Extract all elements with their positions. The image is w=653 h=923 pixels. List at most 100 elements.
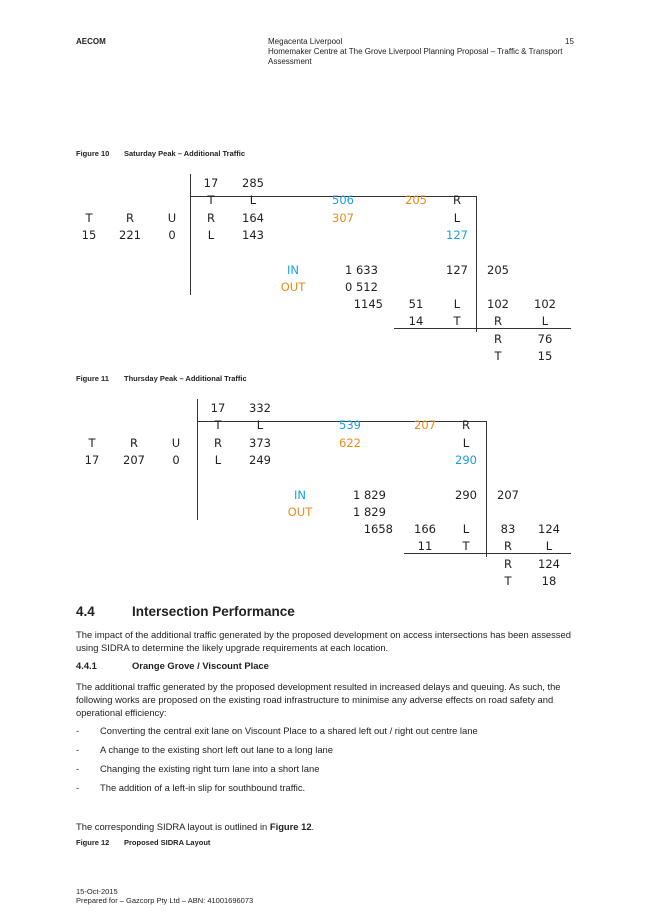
figure11-divider-bottom	[404, 553, 571, 554]
footer-prepared: Prepared for – Gazcorp Pty Ltd – ABN: 41…	[76, 896, 254, 905]
figure11-left-value-u: 0	[172, 453, 180, 467]
figure10-row-l: L	[207, 228, 215, 242]
figure11-caption: Figure 11 Thursday Peak – Additional Traf…	[76, 374, 247, 383]
figure10-b-76: 76	[537, 332, 553, 346]
figure11-right-l: L	[462, 436, 470, 450]
figure10-caption-title: Saturday Peak – Additional Traffic	[124, 149, 246, 158]
figure10-b-102b: 102	[534, 297, 556, 311]
figure10-b-1145: 1145	[353, 297, 383, 311]
footer-date: 15-Oct-2015	[76, 887, 118, 896]
figure10-b-15: 15	[537, 349, 553, 363]
figure11-top-332: 332	[249, 401, 271, 415]
figure12-caption-label: Figure 12	[76, 838, 110, 847]
figure10-b-r2: R	[494, 332, 502, 346]
figure11-b-124: 124	[538, 522, 560, 536]
figure10-left-value-u: 0	[168, 228, 176, 242]
bullet-text: The addition of a left-in slip for south…	[100, 782, 306, 793]
figure10-top-t: T	[207, 193, 215, 207]
figure11-b-124-2: 124	[538, 557, 560, 571]
figure11-b-83: 83	[500, 522, 516, 536]
figure10-divider-top	[190, 196, 477, 197]
figure10-blue-top: 506	[332, 193, 354, 207]
figure10-caption-label: Figure 10	[76, 149, 110, 158]
figure11-left-value-t: 17	[84, 453, 100, 467]
figure10-left-value-r: 221	[119, 228, 141, 242]
figure11-b-18: 18	[541, 574, 557, 588]
figure11-divider-right	[486, 421, 487, 557]
figure11-blue-top: 539	[339, 418, 361, 432]
header-project-line2: Homemaker Centre at The Grove Liverpool …	[268, 47, 563, 56]
closing-text: The corresponding SIDRA layout is outlin…	[76, 821, 270, 832]
figure11-row-r-val: 373	[249, 436, 271, 450]
subsection-paragraph: The additional traffic generated by the …	[76, 681, 561, 718]
figure11-b-t2: T	[504, 574, 512, 588]
figure11-divider-top	[197, 421, 487, 422]
figure11-caption-label: Figure 11	[76, 374, 109, 383]
figure10-mid-205: 205	[487, 263, 509, 277]
figure10-b-102a: 102	[487, 297, 509, 311]
figure10-in-value: 1 633	[345, 263, 378, 277]
figure10-right-l: L	[453, 211, 461, 225]
figure10-row-l-val: 143	[242, 228, 264, 242]
figure12-caption-title: Proposed SIDRA Layout	[124, 838, 211, 847]
figure11-top-r: R	[462, 418, 470, 432]
figure10-left-value-t: 15	[81, 228, 97, 242]
figure11-diagram: 17 332 T L 539 207 R T R U R 373 622 L 1…	[0, 395, 653, 595]
list-item: -Converting the central exit lane on Vis…	[76, 725, 478, 736]
figure11-b-t: T	[462, 539, 470, 553]
figure10-caption: Figure 10 Saturday Peak – Additional Traf…	[76, 149, 245, 158]
figure11-orange-top: 207	[414, 418, 436, 432]
figure11-b-r: R	[504, 539, 512, 553]
list-item: -A change to the existing short left out…	[76, 744, 333, 755]
figure11-left-label-t: T	[88, 436, 96, 450]
figure11-mid-207: 207	[497, 488, 519, 502]
figure10-mid-127: 127	[446, 263, 468, 277]
section-heading: 4.4 Intersection Performance	[76, 604, 295, 619]
header-project-line1: Megacenta Liverpool	[268, 37, 343, 46]
figure10-b-l2: L	[541, 314, 549, 328]
figure11-left-label-r: R	[130, 436, 138, 450]
figure10-divider-left	[190, 174, 191, 295]
figure10-b-t: T	[453, 314, 461, 328]
figure10-b-14: 14	[408, 314, 424, 328]
figure11-blue-right: 290	[455, 453, 477, 467]
figure10-top-r: R	[453, 193, 461, 207]
figure11-b-r2: R	[504, 557, 512, 571]
closing-sentence: The corresponding SIDRA layout is outlin…	[76, 820, 314, 833]
figure10-out-value: 0 512	[345, 280, 378, 294]
figure11-out-value: 1 829	[353, 505, 386, 519]
figure11-orange-mid: 622	[339, 436, 361, 450]
figure10-row-r-val: 164	[242, 211, 264, 225]
figure10-top-17: 17	[203, 176, 219, 190]
figure10-top-l: L	[249, 193, 257, 207]
figure11-b-11: 11	[417, 539, 433, 553]
section-number: 4.4	[76, 604, 95, 619]
figure10-left-label-t: T	[85, 211, 93, 225]
figure10-b-t2: T	[494, 349, 502, 363]
closing-end: .	[311, 821, 315, 832]
subsection-title: Orange Grove / Viscount Place	[132, 660, 269, 671]
list-item: -Changing the existing right turn lane i…	[76, 763, 320, 774]
figure11-b-166: 166	[414, 522, 436, 536]
figure10-row-r: R	[207, 211, 215, 225]
figure10-b-51: 51	[408, 297, 424, 311]
figure10-top-285: 285	[242, 176, 264, 190]
figure11-caption-title: Thursday Peak – Additional Traffic	[124, 374, 247, 383]
figure10-in-label: IN	[287, 263, 299, 277]
figure10-left-label-r: R	[126, 211, 134, 225]
list-item: -The addition of a left-in slip for sout…	[76, 782, 306, 793]
figure11-b-l2: L	[545, 539, 553, 553]
figure11-row-l-val: 249	[249, 453, 271, 467]
figure10-b-r: R	[494, 314, 502, 328]
figure11-left-value-r: 207	[123, 453, 145, 467]
header-project: Megacenta Liverpool Homemaker Centre at …	[268, 37, 563, 67]
section-title: Intersection Performance	[132, 604, 295, 619]
figure10-diagram: 17 285 T L 506 205 R T R U R 164 307 L 1…	[0, 170, 653, 370]
figure10-left-label-u: U	[167, 211, 177, 225]
header-project-line3: Assessment	[268, 57, 312, 66]
figure10-out-label: OUT	[280, 280, 306, 294]
figure11-left-label-u: U	[171, 436, 181, 450]
figure11-top-t: T	[214, 418, 222, 432]
bullet-text: Changing the existing right turn lane in…	[100, 763, 320, 774]
